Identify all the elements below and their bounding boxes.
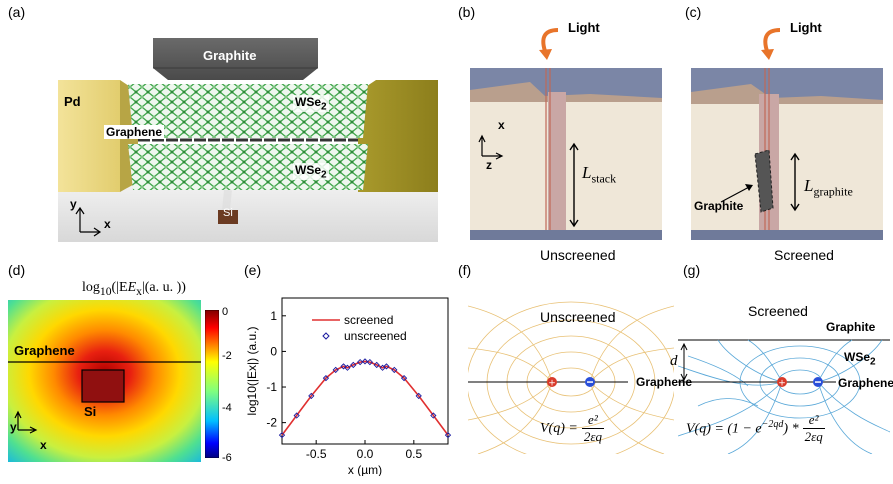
panel-label-d: (d) <box>8 262 26 278</box>
pd-label: Pd <box>64 94 81 109</box>
graphite-label-c: Graphite <box>694 199 744 213</box>
micrograph-screened <box>691 68 883 240</box>
series-point-unscreened <box>383 363 390 370</box>
distance-d-label: d <box>670 353 678 369</box>
y-tick-label: 0 <box>270 344 277 358</box>
colorbar-tick-3: -6 <box>222 452 232 464</box>
x-tick-label: -0.5 <box>306 447 327 461</box>
si-label-a: Si <box>223 207 233 219</box>
series-point-unscreened <box>400 374 408 382</box>
light-label-b: Light <box>568 20 600 35</box>
y-tick-label: 1 <box>270 309 277 323</box>
l-stack-label: Lstack <box>582 163 617 186</box>
colorbar-tick-2: -4 <box>222 402 232 414</box>
panel-label-a: (a) <box>8 4 26 20</box>
axis-y-d: y <box>10 420 17 434</box>
title-unscreened: Unscreened <box>540 309 616 325</box>
y-tick-label: -1 <box>266 380 277 394</box>
panel-label-e: (e) <box>244 262 262 278</box>
field-heatmap <box>8 300 201 462</box>
axis-x-b: x <box>498 118 505 132</box>
graphite-label-g: Graphite <box>826 320 876 334</box>
light-arrow-c <box>761 28 781 60</box>
legend-label-unscreened: unscreened <box>344 329 407 343</box>
series-point-unscreened <box>444 431 452 439</box>
graphite-label-a: Graphite <box>203 48 257 63</box>
series-point-unscreened <box>373 361 380 369</box>
light-label-c: Light <box>790 20 822 35</box>
svg-text:+: + <box>548 379 556 389</box>
field-lines-screened: + <box>678 339 890 454</box>
formula-screened: V(q) = (1 − e−2qd) * e² 2εq <box>686 412 825 444</box>
title-screened: Screened <box>748 303 808 319</box>
x-axis-label: x (µm) <box>348 463 382 476</box>
legend-label-screened: screened <box>344 313 393 327</box>
graphene-label-g: Graphene <box>838 376 893 390</box>
axis-y-a: y <box>70 197 77 211</box>
series-point-unscreened <box>293 412 300 419</box>
series-point-unscreened <box>308 392 315 400</box>
x-tick-label: 0.5 <box>405 447 422 461</box>
colorbar <box>205 310 219 458</box>
series-point-unscreened <box>391 366 398 374</box>
legend-swatch-unscreened <box>322 332 330 340</box>
wse2-top-label: WSe2 <box>293 95 329 113</box>
field-profile-chart: -0.5 0.0 0.5 -2 -1 0 1 x (µm) log10(|Ex|) (a.u.)… <box>245 297 452 476</box>
series-point-unscreened <box>430 412 437 419</box>
series-point-unscreened <box>322 374 330 382</box>
panel-label-g: (g) <box>683 262 701 278</box>
caption-unscreened: Unscreened <box>540 247 616 263</box>
graphene-label-a: Graphene <box>104 125 165 139</box>
series-point-unscreened <box>366 358 374 366</box>
axis-z-b: z <box>486 158 492 172</box>
panel-label-c: (c) <box>685 4 702 20</box>
series-point-unscreened <box>415 392 422 400</box>
field-lines-unscreened: + <box>468 301 674 454</box>
series-point-unscreened <box>350 361 357 369</box>
y-axis-label: log10(|Ex|) (a.u.) <box>245 327 259 416</box>
colorbar-tick-0: 0 <box>222 306 229 318</box>
axis-x-d: x <box>40 438 47 452</box>
si-label-d: Si <box>84 404 97 419</box>
wse2-label-g: WSe2 <box>844 350 876 368</box>
y-tick-label: -2 <box>266 416 277 430</box>
micrograph-unscreened <box>470 68 662 240</box>
series-point-unscreened <box>344 364 351 371</box>
colorbar-tick-1: -2 <box>222 350 232 362</box>
series-point-unscreened <box>332 366 339 374</box>
wse2-bottom-label: WSe2 <box>293 163 329 181</box>
formula-unscreened: V(q) = e² 2εq <box>540 412 604 444</box>
graphene-label-d: Graphene <box>14 343 75 358</box>
l-graphite-label: Lgraphite <box>804 176 853 199</box>
svg-text:+: + <box>778 379 786 389</box>
light-arrow-b <box>539 28 559 60</box>
series-point-unscreened <box>278 431 286 439</box>
x-tick-label: 0.0 <box>357 447 374 461</box>
panel-label-f: (f) <box>458 262 472 278</box>
panel-label-b: (b) <box>458 4 476 20</box>
heatmap-title: log10(|EEx|(a. u. )) <box>82 280 186 298</box>
graphene-label-f: Graphene <box>636 375 693 389</box>
axis-x-a: x <box>104 217 111 231</box>
caption-screened: Screened <box>774 247 834 263</box>
series-line-screened <box>281 360 449 436</box>
